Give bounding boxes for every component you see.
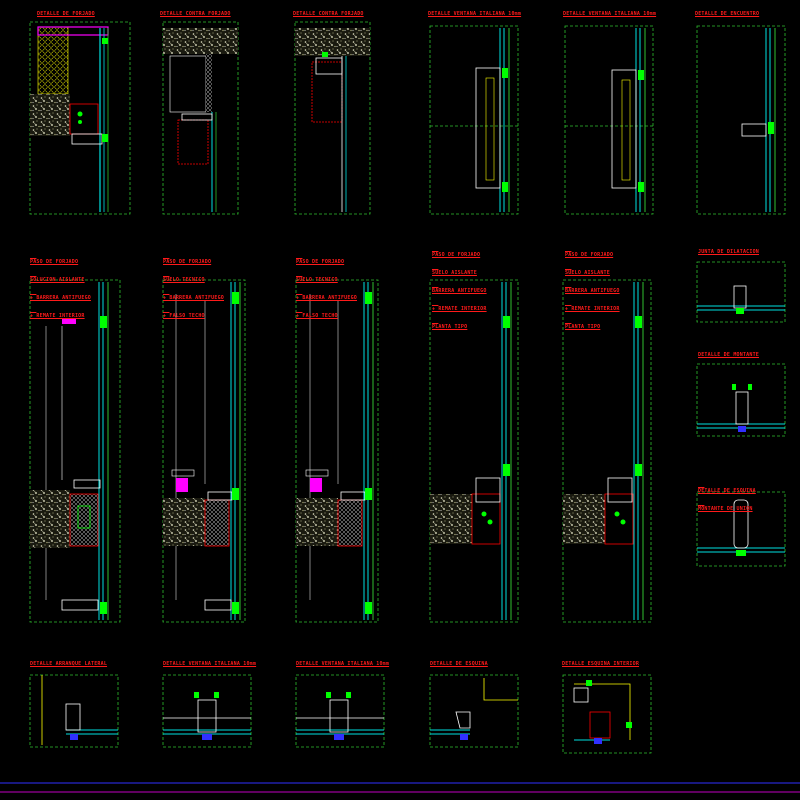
title-line: PASO DE FORJADO [163,259,212,265]
title-line: PASO DE FORJADO [565,252,614,258]
title-line: + BARRERA ANTIFUEGO [30,295,91,301]
title-contra-forjado-2: DETALLE CONTRA FORJADO [293,11,364,17]
title-line: BARRERA ANTIFUEGO [432,288,487,294]
detail-forjado-section [29,21,131,215]
detail-esquina [429,674,519,748]
detail-paso-forjado-1 [29,279,121,623]
title-esquina-interior: DETALLE ESQUINA INTERIOR [562,661,640,667]
title-esquina: DETALLE DE ESQUINA [430,661,488,667]
sheet-border [0,782,800,793]
title-detalle-forjado: DETALLE DE FORJADO [37,11,95,17]
title-line: SUELO TECNICO [163,277,205,283]
title-paso-forjado-3: PASO DE FORJADO SUELO TECNICO + BARRERA … [296,247,357,325]
detail-paso-forjado-2 [162,279,246,623]
title-line: PASO DE FORJADO [30,259,79,265]
title-line: PLANTA TIPO [565,324,601,330]
title-line: PASO DE FORJADO [432,252,481,258]
title-line: PLANTA TIPO [432,324,468,330]
detail-ventana-italiana-horizontal-1 [162,674,252,748]
title-paso-forjado-4: PASO DE FORJADO SUELO AISLANTE BARRERA A… [432,240,487,336]
title-line: + REMATE INTERIOR [565,306,620,312]
title-line: PASO DE FORJADO [296,259,345,265]
title-ventana-horizontal-2: DETALLE VENTANA ITALIANA 10mm [296,661,390,667]
detail-junta-dilatacion [696,261,786,323]
title-paso-forjado-2: PASO DE FORJADO SUELO TECNICO + BARRERA … [163,247,224,325]
detail-encuentro [696,25,786,215]
title-esquina-montante: DETALLE DE ESQUINA MONTANTE DE UNION [698,476,756,518]
title-contra-forjado-1: DETALLE CONTRA FORJADO [160,11,231,17]
title-line: SUELO AISLANTE [565,270,610,276]
title-junta-dilatacion: JUNTA DE DILATACION [698,249,759,255]
title-montante: DETALLE DE MONTANTE [698,352,759,358]
title-line: SUELO AISLANTE [432,270,477,276]
detail-arranque-lateral [29,674,119,748]
detail-paso-forjado-3 [295,279,379,623]
detail-ventana-italiana-1 [429,25,519,215]
title-line: + REMATE INTERIOR [30,313,85,319]
title-ventana-italiana-2: DETALLE VENTANA ITALIANA 10mm [563,11,657,17]
title-line: + BARRERA ANTIFUEGO [163,295,224,301]
title-encuentro: DETALLE DE ENCUENTRO [695,11,760,17]
title-ventana-horizontal-1: DETALLE VENTANA ITALIANA 10mm [163,661,257,667]
title-arranque-lateral: DETALLE ARRANQUE LATERAL [30,661,108,667]
detail-ventana-italiana-2 [564,25,654,215]
detail-paso-forjado-5 [562,279,652,623]
title-line: MONTANTE DE UNION [698,506,753,512]
title-line: BARRERA ANTIFUEGO [565,288,620,294]
title-paso-forjado-5: PASO DE FORJADO SUELO AISLANTE BARRERA A… [565,240,620,336]
detail-paso-forjado-4 [429,279,519,623]
detail-montante [696,363,786,437]
title-ventana-italiana-1: DETALLE VENTANA ITALIANA 10mm [428,11,522,17]
detail-contra-forjado-2 [294,21,371,215]
title-line: SOLUCION AISLANTE [30,277,85,283]
title-line: + FALSO TECHO [296,313,338,319]
title-line: DETALLE DE ESQUINA [698,488,756,494]
title-line: SUELO TECNICO [296,277,338,283]
title-line: + BARRERA ANTIFUEGO [296,295,357,301]
detail-esquina-interior [562,674,652,754]
title-paso-forjado-1: PASO DE FORJADO SOLUCION AISLANTE + BARR… [30,247,91,325]
detail-contra-forjado-1 [162,21,239,215]
title-line: + REMATE INTERIOR [432,306,487,312]
detail-esquina-montante-union [696,491,786,567]
title-line: + FALSO TECHO [163,313,205,319]
detail-ventana-italiana-horizontal-2 [295,674,385,748]
